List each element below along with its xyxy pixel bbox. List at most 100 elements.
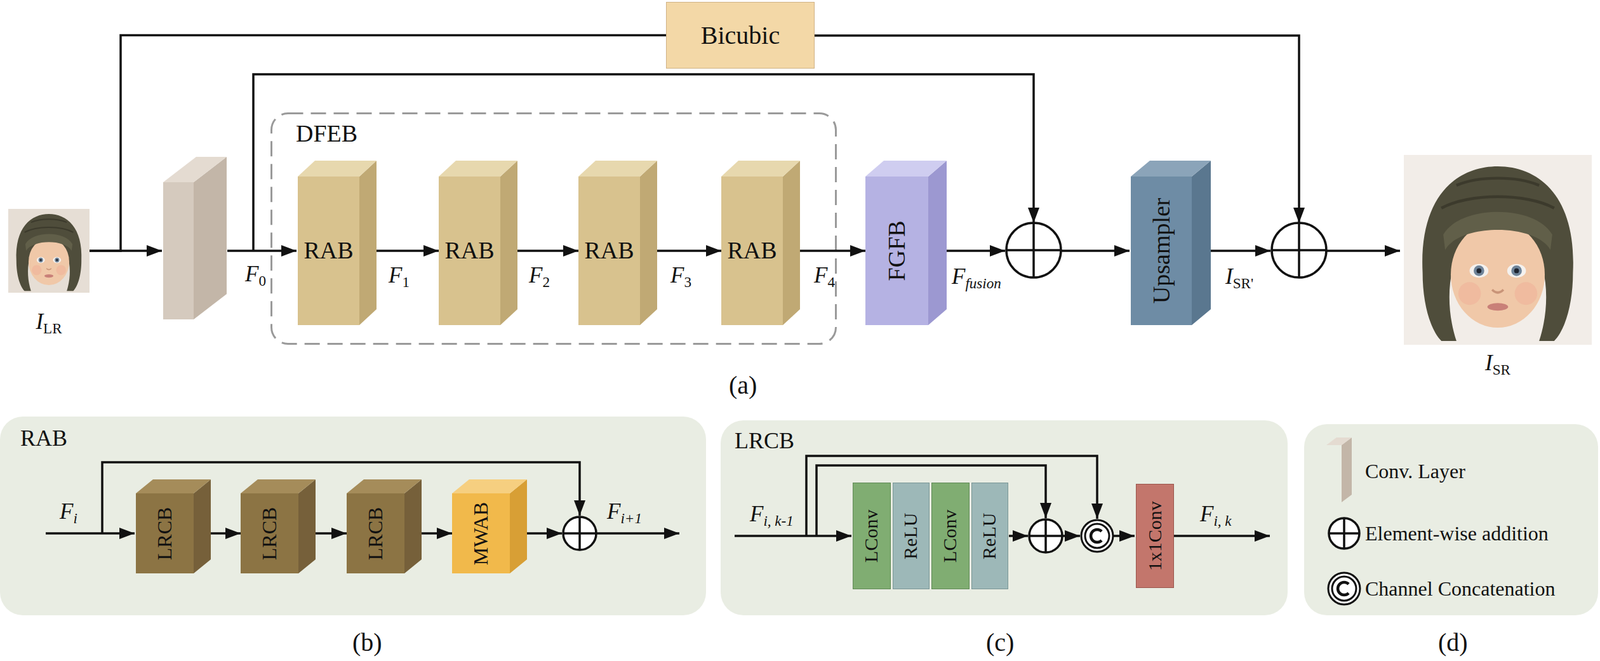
symbol-main: F (1200, 501, 1214, 527)
conv-layer-top (163, 156, 227, 183)
panel-caption: (d) (1438, 627, 1468, 658)
panel-caption: (a) (728, 370, 757, 400)
add-circle (1271, 222, 1327, 278)
concat-circle (1081, 520, 1114, 552)
box-side (193, 479, 211, 574)
wire (1173, 534, 1270, 538)
subscript: 0 (258, 272, 267, 289)
box-side (298, 479, 316, 574)
wire (734, 534, 852, 538)
text-holder: F2 (528, 262, 550, 289)
connector (359, 249, 439, 253)
image-label: ILR (35, 309, 62, 335)
connector (298, 532, 347, 535)
box-label: RAB (444, 236, 494, 265)
layer-box: ReLU (971, 482, 1009, 590)
symbol-main: I (1485, 350, 1493, 376)
box-label: RAB (584, 236, 634, 265)
box-label: ReLU (900, 512, 923, 559)
image-label: ISR (1485, 350, 1511, 376)
legend-text: Channel Concatenation (1365, 577, 1555, 601)
subscript: 2 (542, 273, 550, 291)
image-ground (8, 208, 90, 293)
panel-title: LRCB (734, 427, 795, 454)
box-side (928, 160, 947, 326)
box-label: LConv (860, 509, 884, 562)
signal-label: Fi, k (1200, 501, 1232, 527)
text-holder: ISR' (1225, 264, 1254, 290)
block-box: FGFB (865, 176, 929, 326)
box-label: Upsampler (1147, 198, 1176, 305)
symbol-main: I (1225, 264, 1234, 289)
text-holder: Conv. Layer (1365, 459, 1466, 484)
subscript: 4 (827, 273, 835, 291)
wire (227, 249, 297, 253)
skip-wire (102, 462, 580, 534)
detail-panel: RABLRCBLRCBLRCBMWAB (0, 416, 707, 616)
legend-conv-side (1341, 437, 1352, 503)
text-holder: Fi (59, 499, 78, 525)
block-box: RAB (297, 176, 360, 326)
subscript: LR (43, 320, 63, 337)
text-holder: F0 (245, 261, 267, 287)
symbol-main: F (59, 499, 74, 524)
box-label: 1x1Conv (1144, 500, 1167, 571)
skip-wire (253, 74, 1034, 251)
subscript: i, k-1 (763, 512, 794, 529)
box-top (297, 160, 377, 177)
text-holder: (c) (986, 627, 1014, 658)
text-holder: F1 (388, 262, 410, 289)
wire (928, 249, 1006, 253)
connector (782, 249, 866, 253)
concat-glyph (1090, 529, 1102, 543)
box-label: LRCB (363, 506, 388, 560)
add-circle (563, 516, 597, 550)
wire (1191, 249, 1271, 253)
panel-caption: (b) (352, 627, 383, 658)
concat-ring (1332, 576, 1357, 601)
block-box: RAB (721, 176, 783, 326)
subscript: 1 (401, 273, 410, 291)
signal-label: Ffusion (951, 264, 1002, 290)
box-label: RAB (303, 236, 354, 265)
subscript: SR' (1233, 274, 1254, 292)
input-image: ILR (8, 208, 90, 336)
skip-wire (814, 35, 1300, 223)
box-label: LRCB (257, 506, 282, 560)
signal-label: Fi+1 (606, 499, 642, 525)
box-top (721, 160, 800, 177)
subscript: 3 (683, 273, 692, 291)
add-circle (1328, 518, 1360, 549)
connector (404, 532, 453, 535)
symbol-main: I (35, 309, 44, 334)
wire (1008, 534, 1028, 538)
box-top (1130, 160, 1211, 177)
box-side (782, 160, 800, 326)
subscript: SR (1492, 361, 1511, 378)
legend-text: Element-wise addition (1365, 521, 1549, 546)
layer-box: LConv (931, 482, 970, 590)
box-top (452, 479, 527, 494)
block-box: Upsampler (1130, 176, 1192, 326)
wire (509, 532, 562, 535)
add-cross (563, 516, 597, 550)
block-box: LRCB (346, 493, 405, 574)
symbol-main: F (388, 262, 402, 288)
dashed-border (271, 113, 837, 345)
text-holder: Ffusion (951, 264, 1002, 290)
connector (500, 249, 579, 253)
block-box: RAB (438, 176, 501, 326)
box-label: LConv (939, 509, 962, 562)
symbol-main: F (528, 262, 543, 288)
add-circle (1029, 519, 1063, 553)
connector (89, 35, 667, 252)
edge-label: F3 (670, 262, 692, 289)
symbol-main: F (670, 262, 684, 288)
add-circle (1006, 222, 1061, 278)
symbol-main: F (245, 261, 259, 287)
add-cross (1006, 222, 1061, 278)
wires (45, 35, 1400, 536)
text-holder: (b) (352, 627, 383, 658)
